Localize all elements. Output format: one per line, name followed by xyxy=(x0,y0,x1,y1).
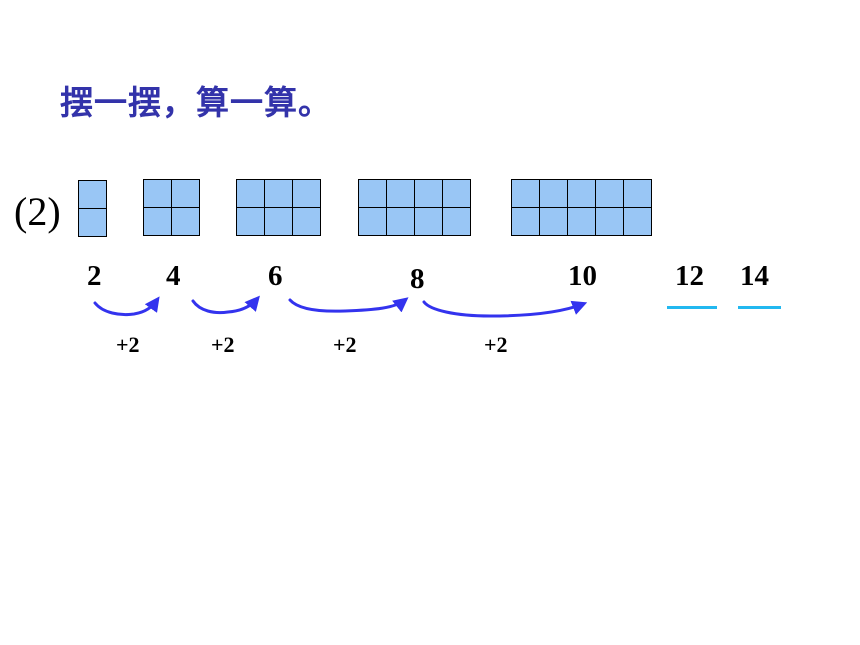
count-number: 2 xyxy=(87,260,102,292)
square xyxy=(265,208,293,236)
square xyxy=(359,180,387,208)
part-label: (2) xyxy=(14,189,61,234)
square xyxy=(144,208,172,236)
answer-number: 12 xyxy=(675,260,704,292)
square xyxy=(568,180,596,208)
square xyxy=(387,180,415,208)
square xyxy=(387,208,415,236)
square xyxy=(359,208,387,236)
square xyxy=(144,180,172,208)
square xyxy=(512,180,540,208)
square xyxy=(624,180,652,208)
square xyxy=(293,180,321,208)
square-group-2 xyxy=(78,180,107,237)
step-label: +2 xyxy=(116,332,140,357)
square xyxy=(596,180,624,208)
square xyxy=(443,180,471,208)
square xyxy=(415,208,443,236)
step-label: +2 xyxy=(333,332,357,357)
square xyxy=(237,208,265,236)
answer-blank xyxy=(667,306,717,309)
square xyxy=(265,180,293,208)
square-group-6 xyxy=(236,179,321,236)
square xyxy=(624,208,652,236)
step-arrow xyxy=(191,295,260,315)
square xyxy=(596,208,624,236)
square-group-10 xyxy=(511,179,652,236)
square-group-4 xyxy=(143,179,200,236)
count-number: 8 xyxy=(410,263,425,295)
square xyxy=(540,180,568,208)
step-label: +2 xyxy=(211,332,235,357)
count-number: 10 xyxy=(568,260,597,292)
square xyxy=(540,208,568,236)
step-arrow xyxy=(288,297,409,313)
square xyxy=(415,180,443,208)
step-label: +2 xyxy=(484,332,508,357)
answer-blank xyxy=(738,306,781,309)
square xyxy=(79,209,107,237)
square xyxy=(293,208,321,236)
step-arrow xyxy=(93,296,160,317)
instruction-title: 摆一摆，算一算。 xyxy=(60,83,332,122)
count-number: 6 xyxy=(268,260,283,292)
count-number: 4 xyxy=(166,260,181,292)
square xyxy=(172,180,200,208)
square xyxy=(443,208,471,236)
square-group-8 xyxy=(358,179,471,236)
square xyxy=(237,180,265,208)
square xyxy=(512,208,540,236)
answer-number: 14 xyxy=(740,260,769,292)
square xyxy=(172,208,200,236)
square xyxy=(79,181,107,209)
step-arrow xyxy=(422,300,588,318)
square xyxy=(568,208,596,236)
